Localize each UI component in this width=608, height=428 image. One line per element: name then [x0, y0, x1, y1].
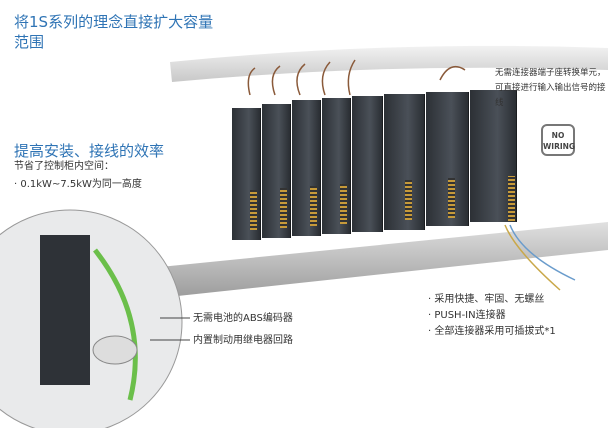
- bullet-item: · 采用快捷、牢固、无螺丝: [428, 294, 545, 305]
- servo-drive: [426, 92, 469, 226]
- section-heading: 提高安装、接线的效率: [14, 142, 165, 160]
- push-in-connector: [508, 176, 515, 221]
- push-in-connector: [340, 184, 347, 224]
- push-in-connector: [405, 180, 412, 220]
- section-line-2: · 0.1kW~7.5kW为同一高度: [14, 179, 142, 190]
- upper-duct: [170, 45, 608, 82]
- badge-line-2: WIRING: [543, 142, 576, 151]
- bullet-list: · 采用快捷、牢固、无螺丝 · PUSH-IN连接器 · 全部连接器采用可插拔式…: [428, 292, 556, 340]
- push-in-connector: [250, 190, 257, 230]
- page-title: 将1S系列的理念直接扩大容量范围: [14, 13, 214, 51]
- push-in-connector: [280, 188, 287, 228]
- servo-drive: [352, 96, 383, 232]
- lower-duct: [130, 222, 608, 300]
- callout-brake-relay: 内置制动用继电器回路: [193, 335, 293, 346]
- badge-line-1: NO: [551, 131, 565, 140]
- callout-abs-encoder: 无需电池的ABS编码器: [193, 313, 293, 324]
- detail-callout-circle: [0, 209, 183, 428]
- wires: [247, 59, 466, 96]
- top-note: 无需连接器端子座转换单元，可直接进行输入输出信号的接线: [495, 68, 606, 108]
- push-in-connector: [310, 186, 317, 226]
- servo-drive: [384, 94, 425, 230]
- section-line-1: 节省了控制柜内空间：: [14, 161, 114, 172]
- bullet-item: · PUSH-IN连接器: [428, 310, 506, 321]
- push-in-connector: [448, 178, 455, 218]
- no-wiring-badge: NO WIRING: [541, 124, 575, 156]
- bullet-item: · 全部连接器采用可插拔式*1: [428, 326, 556, 337]
